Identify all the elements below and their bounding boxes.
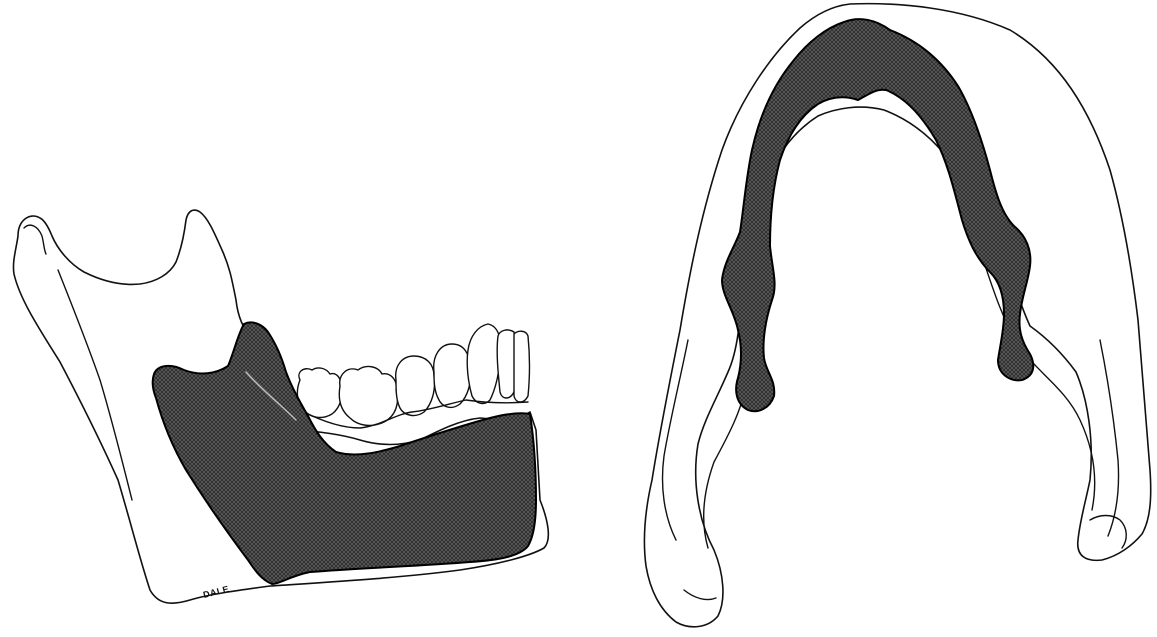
incisor-tooth-1	[497, 330, 515, 398]
canine-tooth	[467, 324, 500, 403]
molar-tooth-2	[339, 367, 397, 426]
incisor-tooth-2	[514, 331, 530, 402]
mandible-superior-view	[644, 4, 1150, 627]
teeth-row	[297, 324, 529, 428]
mandible-lateral-view: DALE	[13, 210, 548, 603]
premolar-tooth-2	[434, 344, 471, 407]
premolar-tooth-1	[396, 356, 435, 415]
